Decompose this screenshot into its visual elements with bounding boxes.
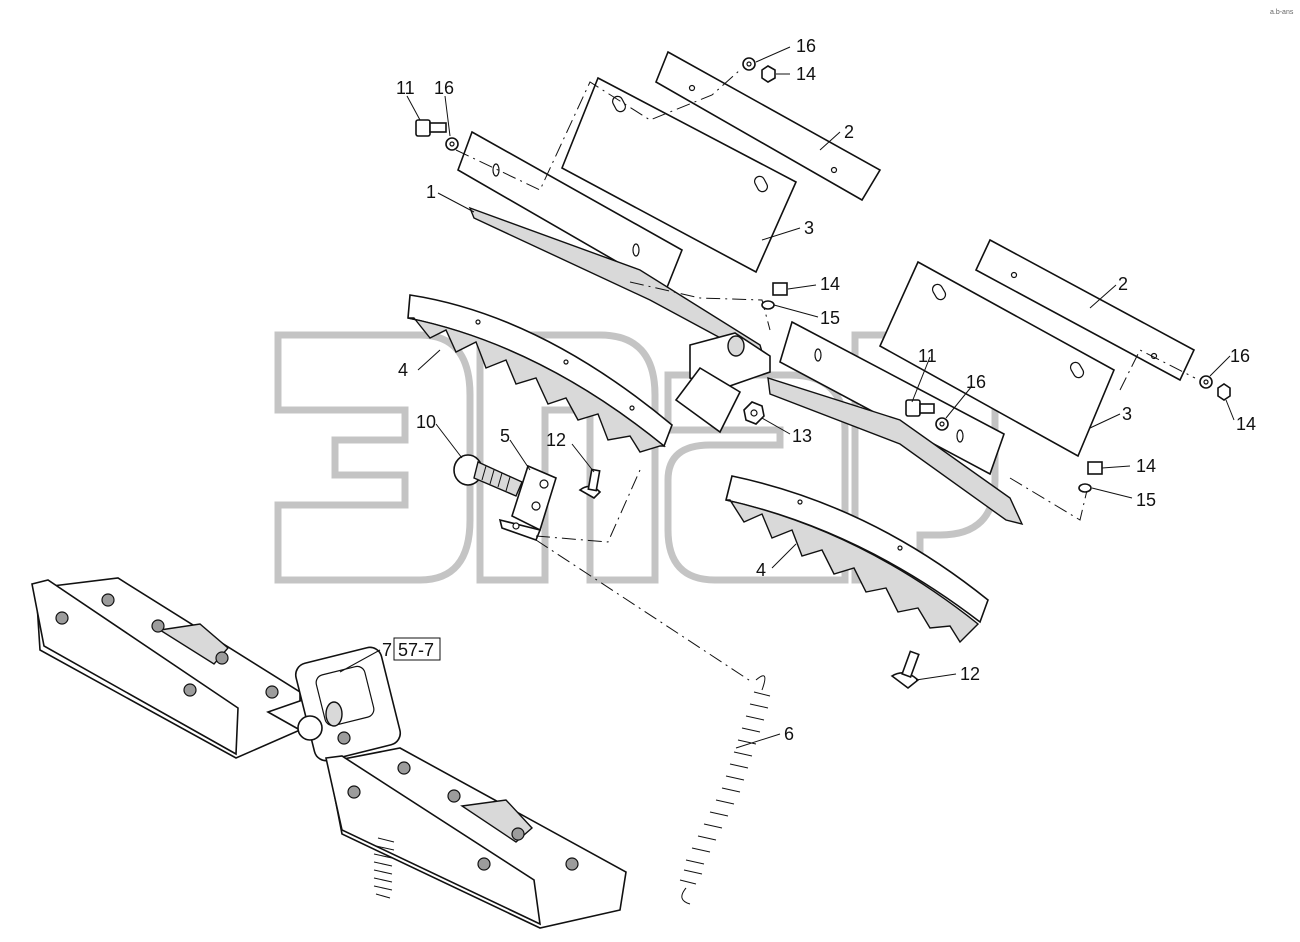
callout-1-upper: 1: [426, 182, 436, 202]
corner-mark: a.b-ans: [1270, 9, 1294, 16]
callout-14-top: 14: [796, 64, 816, 84]
part-5-bracket: [498, 464, 557, 542]
part-14-nut-top: [761, 65, 776, 83]
part-6-spring: [679, 675, 771, 905]
callout-2-upper: 2: [844, 122, 854, 142]
callout-4-upper: 4: [398, 360, 408, 380]
callout-leaders: [339, 46, 1235, 749]
assembly-line-upper-b: [629, 281, 771, 331]
callout-14-right-lower: 14: [1136, 456, 1156, 476]
callout-16-top: 16: [796, 36, 816, 56]
callout-5: 5: [500, 426, 510, 446]
part-3-plate-upper: [560, 76, 798, 274]
part-15-washer-right: [1078, 483, 1092, 493]
assembly-line-upper-a: [455, 69, 741, 191]
part-clamp-plate-right: [779, 320, 1005, 476]
callout-3-upper: 3: [804, 218, 814, 238]
callout-11-upper: 11: [396, 78, 415, 98]
callout-11-right: 11: [918, 346, 937, 366]
part-12-bolt-upper: [578, 468, 602, 499]
callout-15-right: 15: [1136, 490, 1156, 510]
part-16-washer-top: [742, 57, 756, 71]
callout-7-ref-box: [393, 637, 441, 661]
callout-7-reference: 57-7: [398, 640, 434, 660]
assembly-line-bracket: [535, 469, 641, 543]
part-1-blade-right: [767, 377, 1024, 526]
part-4-tooth-bar-right: [725, 475, 989, 644]
part-16-washer-right-inner: [935, 417, 949, 431]
part-11-bolt-upper: [415, 119, 447, 137]
part-15-washer-middle: [761, 300, 775, 310]
callout-12-upper: 12: [546, 430, 566, 450]
callout-12-lower: 12: [960, 664, 980, 684]
part-12-bolt-lower: [890, 650, 920, 690]
part-4-tooth-bar-upper: [407, 294, 673, 453]
callout-16-upper-left: 16: [434, 78, 454, 98]
pivot-bracket: [674, 332, 771, 434]
assembly-line-right-b: [1009, 477, 1089, 521]
callout-14-right-outer: 14: [1236, 414, 1256, 434]
part-16-washer-right-outer: [1199, 375, 1213, 389]
callout-labels: 16 14 11 16 2 1 3 14 15 2 4 11 16 16 14 …: [382, 36, 1256, 744]
callout-6: 6: [784, 724, 794, 744]
part-14-nut-middle: [772, 282, 788, 296]
callout-4-right: 4: [756, 560, 766, 580]
callout-14-middle: 14: [820, 274, 840, 294]
assembly-line-spring: [535, 539, 753, 683]
callout-16-right-inner: 16: [966, 372, 986, 392]
callout-7: 7: [382, 640, 392, 660]
harrow-assembly-lower: [31, 577, 627, 929]
part-14-nut-right-lower: [1087, 461, 1103, 475]
callout-15-middle: 15: [820, 308, 840, 328]
callout-16-right-outer: 16: [1230, 346, 1250, 366]
callout-13: 13: [792, 426, 812, 446]
part-13-nut: [743, 401, 765, 425]
part-10-bolt: [453, 454, 523, 497]
part-16-washer-upper-left: [445, 137, 459, 151]
part-2-strip-upper: [654, 50, 882, 202]
part-2-strip-right: [974, 238, 1196, 382]
assembly-line-right-a: [1119, 349, 1196, 391]
part-14-nut-right-outer: [1217, 383, 1231, 401]
part-3-plate-right: [878, 260, 1116, 458]
callout-2-right: 2: [1118, 274, 1128, 294]
callout-3-right: 3: [1122, 404, 1132, 424]
callout-10: 10: [416, 412, 436, 432]
